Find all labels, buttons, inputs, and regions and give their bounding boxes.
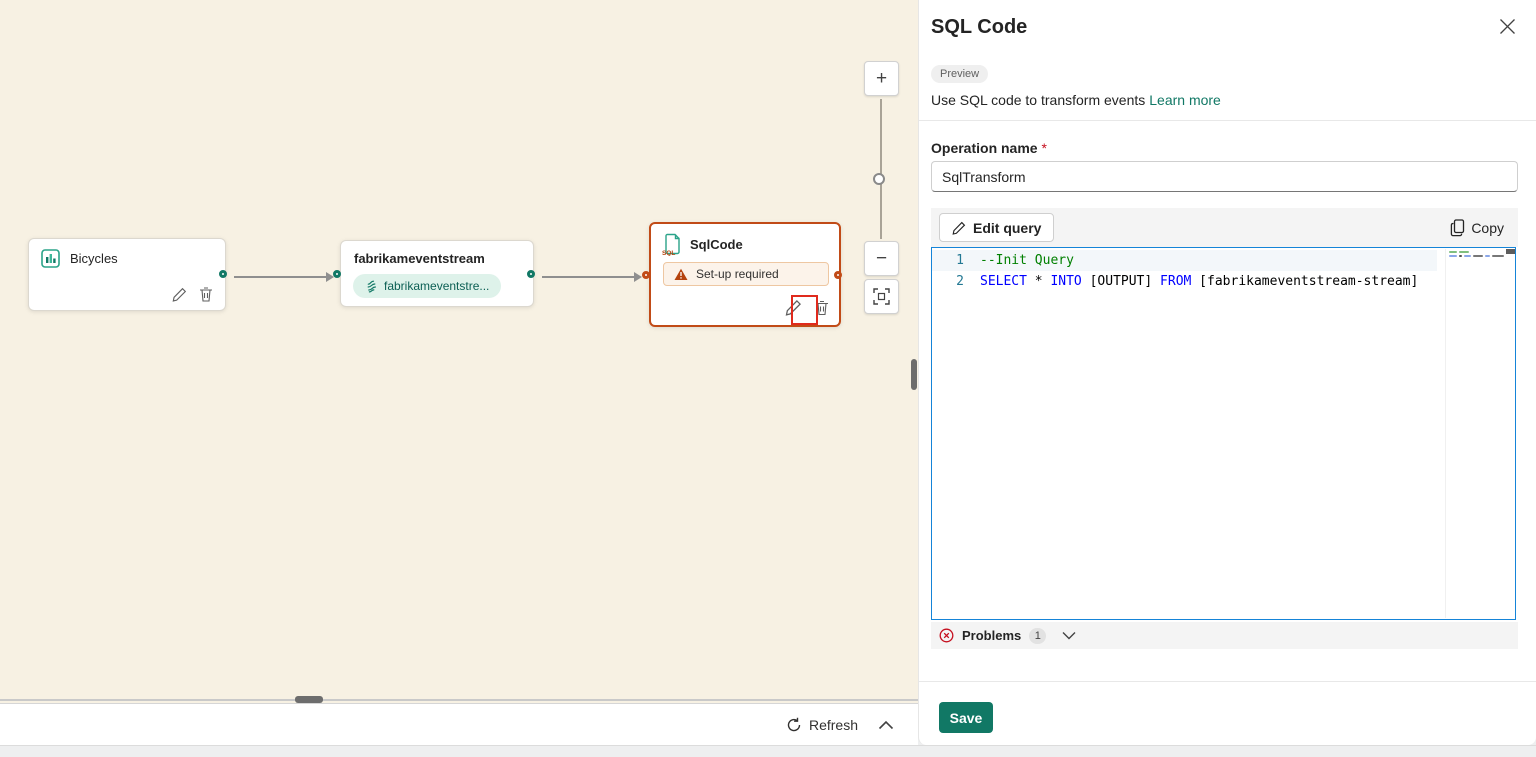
click-highlight-box: [791, 295, 818, 325]
trash-icon[interactable]: [813, 298, 831, 318]
setup-required-warning: Set-up required: [663, 262, 829, 286]
stream-badge-label: fabrikameventstre...: [384, 279, 490, 293]
operation-name-input[interactable]: [931, 161, 1518, 192]
header-divider: [919, 120, 1536, 121]
sql-document-icon: SQL: [661, 233, 680, 256]
copy-button[interactable]: Copy: [1450, 218, 1504, 237]
node-title: SqlCode: [690, 237, 743, 252]
output-port-bicycles[interactable]: [219, 270, 227, 278]
zoom-slider-track[interactable]: [880, 99, 882, 239]
editor-minimap[interactable]: [1445, 249, 1507, 618]
refresh-icon: [786, 717, 802, 733]
node-eventstream[interactable]: fabrikameventstream fabrikameventstre...: [340, 240, 534, 307]
edge-bicycles-eventstream: [234, 276, 326, 278]
svg-text:SQL: SQL: [662, 250, 675, 256]
warning-icon: [674, 268, 688, 281]
chevron-down-icon[interactable]: [1062, 631, 1076, 640]
horizontal-scrollbar-track[interactable]: [0, 699, 918, 701]
learn-more-link[interactable]: Learn more: [1149, 92, 1221, 108]
vertical-scrollbar-thumb[interactable]: [911, 359, 917, 390]
edge-eventstream-sqlcode: [542, 276, 634, 278]
footer-divider: [919, 681, 1536, 682]
eventstream-icon: [365, 280, 378, 293]
trash-icon[interactable]: [197, 285, 215, 304]
operation-name-label: Operation name *: [931, 140, 1047, 156]
zoom-in-button[interactable]: +: [864, 61, 899, 96]
refresh-label: Refresh: [808, 716, 858, 733]
preview-badge: Preview: [931, 65, 989, 83]
chevron-up-icon[interactable]: [876, 718, 896, 732]
error-icon: [939, 628, 954, 643]
canvas-bottom-bar: Refresh: [0, 703, 918, 745]
page-title: SQL Code: [931, 16, 1028, 38]
zoom-slider-knob[interactable]: [873, 173, 885, 185]
edit-query-button[interactable]: Edit query: [939, 213, 1055, 242]
window-bottom-strip: [0, 745, 1536, 757]
warning-label: Set-up required: [696, 267, 779, 281]
close-icon[interactable]: [1497, 18, 1517, 38]
zoom-out-button[interactable]: −: [864, 241, 899, 276]
input-port-eventstream[interactable]: [333, 270, 341, 278]
pencil-icon: [952, 221, 966, 235]
edge-arrowhead: [326, 272, 334, 282]
output-port-eventstream[interactable]: [527, 270, 535, 278]
bar-chart-icon: [41, 249, 60, 268]
stream-badge[interactable]: fabrikameventstre...: [353, 274, 502, 298]
problems-label: Problems: [962, 628, 1022, 643]
edge-arrowhead: [634, 272, 642, 282]
copy-icon: [1450, 218, 1466, 237]
horizontal-scrollbar-thumb[interactable]: [295, 696, 323, 703]
code-line: 1--Init Query: [932, 250, 1437, 271]
sql-code-panel: SQL Code Preview Use SQL code to transfo…: [918, 0, 1536, 745]
problems-count-badge: 1: [1029, 627, 1047, 644]
output-port-sqlcode[interactable]: [834, 271, 842, 279]
pencil-icon[interactable]: [781, 295, 806, 320]
editor-toolbar: Edit query Copy: [931, 208, 1518, 247]
eventstream-canvas[interactable]: Bicycles fabrikameventstream fabrikameve…: [0, 0, 918, 703]
fit-view-icon: [873, 288, 890, 305]
required-asterisk: *: [1041, 140, 1047, 156]
plus-icon: +: [875, 67, 888, 89]
problems-bar[interactable]: Problems 1: [931, 622, 1518, 649]
save-button[interactable]: Save: [939, 702, 993, 733]
minus-icon: −: [875, 247, 888, 269]
editor-scrollbar-thumb[interactable]: [1506, 249, 1515, 254]
pencil-icon[interactable]: [170, 285, 189, 304]
refresh-button[interactable]: Refresh: [786, 717, 858, 733]
input-port-sqlcode[interactable]: [642, 271, 650, 279]
node-title: fabrikameventstream: [354, 251, 485, 266]
node-bicycles[interactable]: Bicycles: [28, 238, 226, 311]
fit-to-view-button[interactable]: [864, 279, 899, 314]
node-title: Bicycles: [70, 251, 118, 266]
